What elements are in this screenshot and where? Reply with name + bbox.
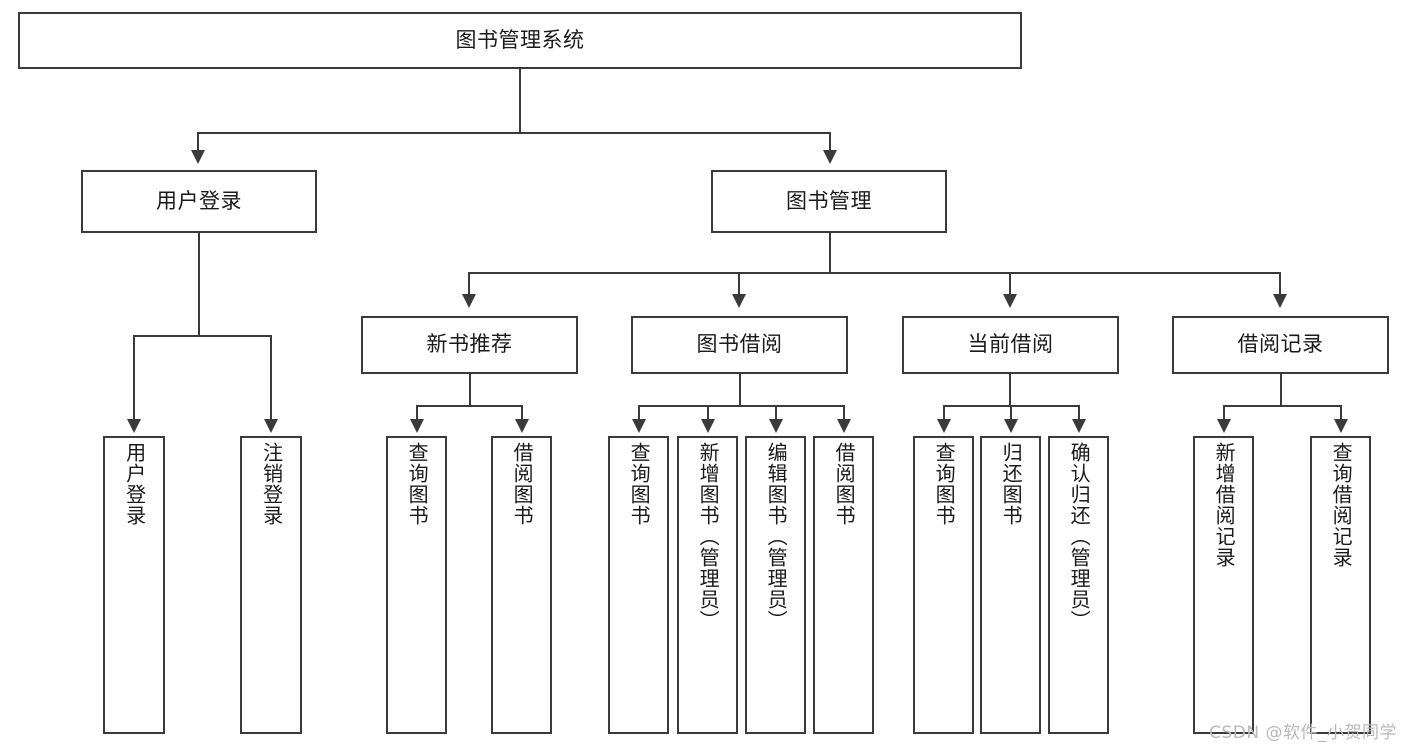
arrowhead-leaf-logout (264, 419, 278, 433)
node-label: 查询图书 (405, 442, 430, 526)
node-label: 归还图书 (999, 442, 1024, 526)
leaf-br-add-record[interactable]: 新增借阅记录 (1193, 436, 1254, 734)
node-current-borrow[interactable]: 当前借阅 (902, 316, 1119, 374)
node-user-login[interactable]: 用户登录 (81, 170, 317, 233)
node-label: 查询图书 (627, 442, 652, 526)
watermark-text: CSDN @软件_小贺同学 (1209, 723, 1397, 743)
leaf-cb-query-book[interactable]: 查询图书 (913, 436, 974, 734)
arrowhead-bb-borrow (837, 419, 851, 433)
edge-book-management-bus (468, 272, 1281, 274)
arrowhead-new-book (462, 294, 476, 308)
node-label: 借阅图书 (832, 442, 857, 526)
edge-drop-record (1279, 272, 1281, 296)
node-book-management[interactable]: 图书管理 (711, 170, 947, 233)
edge-drop-cb-query (943, 405, 945, 421)
node-book-borrow[interactable]: 图书借阅 (631, 316, 848, 374)
edge-drop-br-query (1340, 405, 1342, 421)
edge-book-management-stem (829, 233, 831, 273)
arrowhead-book-management (823, 150, 837, 164)
edge-borrow-stem (739, 374, 741, 406)
node-label: 借阅图书 (510, 442, 535, 526)
leaf-bb-query-book[interactable]: 查询图书 (608, 436, 669, 734)
edge-new-book-stem (469, 374, 471, 406)
arrowhead-borrow (732, 294, 746, 308)
node-label: 图书借阅 (696, 332, 783, 357)
arrowhead-bb-edit (769, 419, 783, 433)
node-label: 查询借阅记录 (1329, 442, 1354, 568)
leaf-user-login[interactable]: 用户登录 (103, 436, 165, 734)
edge-user-login-bus (133, 335, 271, 337)
arrowhead-user-login (191, 150, 205, 164)
edge-drop-current (1009, 272, 1011, 296)
leaf-bb-edit-book-admin[interactable]: 编辑图书（管理员） (745, 436, 806, 734)
edge-drop-nb-borrow (521, 405, 523, 421)
edge-drop-leaf-user-login (133, 335, 135, 421)
node-label: 编辑图书（管理员） (764, 442, 789, 631)
arrowhead-bb-add (701, 419, 715, 433)
arrowhead-cb-return (1004, 419, 1018, 433)
edge-root-bus (197, 132, 831, 134)
arrowhead-br-query (1334, 419, 1348, 433)
leaf-cb-confirm-return-admin[interactable]: 确认归还（管理员） (1048, 436, 1109, 734)
edge-drop-borrow (738, 272, 740, 296)
leaf-logout[interactable]: 注销登录 (240, 436, 302, 734)
edge-drop-new-book (468, 272, 470, 296)
node-borrow-record[interactable]: 借阅记录 (1172, 316, 1389, 374)
edge-root-stem (519, 69, 521, 133)
arrowhead-br-add (1217, 419, 1231, 433)
node-label: 借阅记录 (1237, 332, 1324, 357)
node-label: 新增借阅记录 (1212, 442, 1237, 568)
node-label: 用户登录 (156, 188, 242, 213)
edge-drop-bb-query (638, 405, 640, 421)
edge-drop-bb-borrow (843, 405, 845, 421)
node-new-book-recommend[interactable]: 新书推荐 (361, 316, 578, 374)
leaf-br-query-record[interactable]: 查询借阅记录 (1310, 436, 1371, 734)
leaf-nb-query-book[interactable]: 查询图书 (386, 436, 447, 734)
node-label: 当前借阅 (967, 332, 1054, 357)
edge-record-stem (1280, 374, 1282, 406)
arrowhead-nb-borrow (515, 419, 529, 433)
edge-new-book-bus (416, 405, 523, 407)
leaf-nb-borrow-book[interactable]: 借阅图书 (491, 436, 552, 734)
arrowhead-bb-query (632, 419, 646, 433)
edge-drop-user-login (197, 132, 199, 152)
edge-record-bus (1223, 405, 1342, 407)
edge-current-stem (1009, 374, 1011, 406)
edge-drop-br-add (1223, 405, 1225, 421)
arrowhead-current (1003, 294, 1017, 308)
arrowhead-cb-confirm (1072, 419, 1086, 433)
node-label: 图书管理 (786, 188, 872, 213)
node-label: 用户登录 (122, 442, 147, 526)
edge-drop-cb-confirm (1078, 405, 1080, 421)
node-label: 新增图书（管理员） (696, 442, 721, 631)
leaf-cb-return-book[interactable]: 归还图书 (980, 436, 1041, 734)
leaf-bb-borrow-book[interactable]: 借阅图书 (813, 436, 874, 734)
edge-user-login-stem (198, 233, 200, 336)
node-label: 注销登录 (259, 442, 284, 526)
edge-drop-bb-edit (775, 405, 777, 421)
leaf-bb-add-book-admin[interactable]: 新增图书（管理员） (677, 436, 738, 734)
edge-drop-leaf-logout (270, 335, 272, 421)
arrowhead-cb-query (937, 419, 951, 433)
node-label: 确认归还（管理员） (1067, 442, 1092, 631)
edge-drop-book-management (829, 132, 831, 152)
edge-drop-cb-return (1010, 405, 1012, 421)
edge-drop-nb-query (416, 405, 418, 421)
arrowhead-leaf-user-login (127, 419, 141, 433)
node-label: 图书管理系统 (455, 27, 585, 52)
arrowhead-record (1273, 294, 1287, 308)
node-label: 新书推荐 (426, 332, 513, 357)
node-label: 查询图书 (932, 442, 957, 526)
edge-drop-bb-add (707, 405, 709, 421)
node-root-book-management-system[interactable]: 图书管理系统 (18, 12, 1022, 69)
edge-borrow-bus (638, 405, 844, 407)
arrowhead-nb-query (410, 419, 424, 433)
